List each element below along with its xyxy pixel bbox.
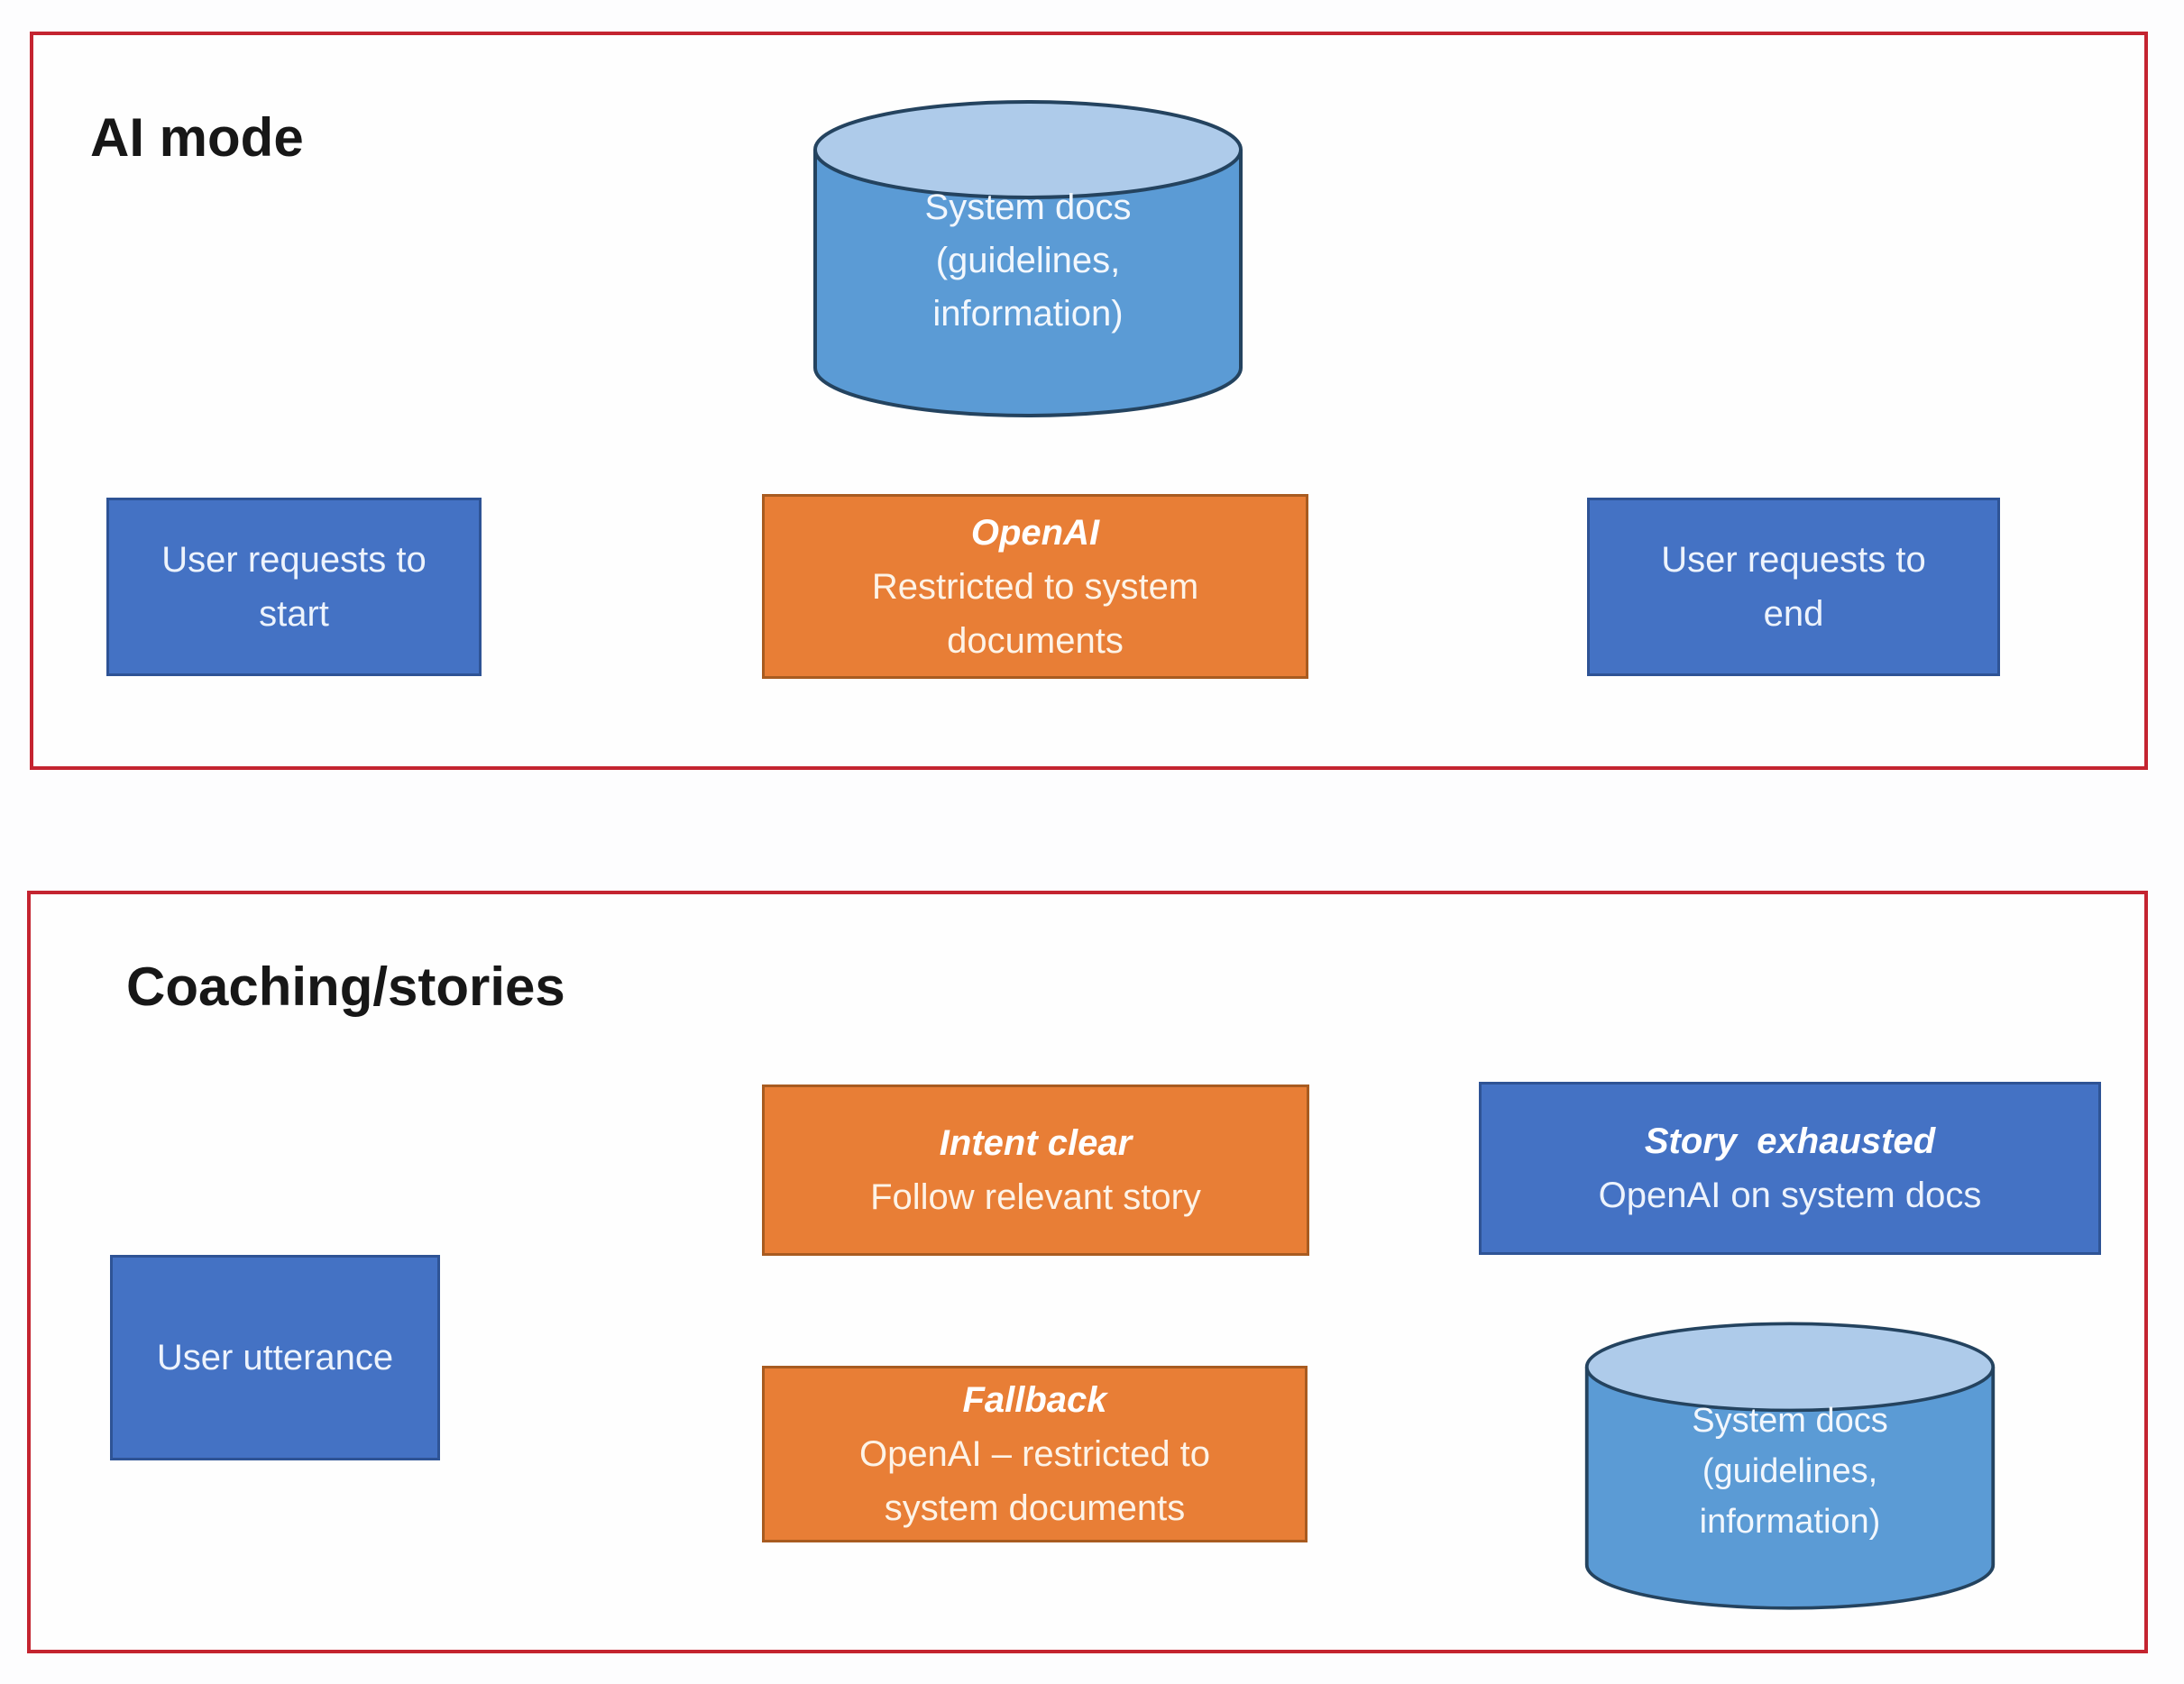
cylinder-label-line: (guidelines, xyxy=(935,240,1121,280)
node-subtitle: Restricted to system documents xyxy=(871,566,1199,661)
node-title: Story exhausted xyxy=(1644,1121,1936,1161)
node-label: User requests to start xyxy=(161,540,427,634)
node-subtitle: OpenAI on system docs xyxy=(1598,1176,1982,1215)
node-title: Intent clear xyxy=(939,1123,1133,1163)
cylinder-label-line: System docs xyxy=(924,187,1132,227)
cylinder-system-docs-top: System docs (guidelines, information) xyxy=(810,96,1246,424)
node-label: User utterance xyxy=(156,1338,394,1377)
cylinder-label: System docs (guidelines, information) xyxy=(1582,1396,1998,1548)
node-user-requests-end: User requests to end xyxy=(1587,498,2000,676)
node-subtitle: OpenAI – restricted to system documents xyxy=(858,1434,1211,1528)
cylinder-label: System docs (guidelines, information) xyxy=(810,181,1246,342)
cylinder-shape xyxy=(1584,1322,1996,1610)
node-user-requests-start: User requests to start xyxy=(106,498,482,676)
panel-ai-mode-title: AI mode xyxy=(90,107,304,168)
panel-coaching-title: Coaching/stories xyxy=(126,956,565,1017)
node-intent-clear: Intent clear Follow relevant story xyxy=(762,1085,1309,1256)
cylinder-system-docs-bottom: System docs (guidelines, information) xyxy=(1582,1318,1998,1615)
cylinder-label-line: (guidelines, xyxy=(1702,1452,1878,1491)
node-user-utterance: User utterance xyxy=(110,1255,440,1460)
node-label: User requests to end xyxy=(1661,540,1926,634)
node-openai-restricted: OpenAI Restricted to system documents xyxy=(762,494,1308,679)
cylinder-label-line: System docs xyxy=(1692,1401,1888,1440)
cylinder-label-line: information) xyxy=(1699,1503,1881,1542)
node-fallback: Fallback OpenAI – restricted to system d… xyxy=(762,1366,1308,1542)
cylinder-shape xyxy=(813,100,1243,417)
node-story-exhausted: Story exhausted OpenAI on system docs xyxy=(1479,1082,2101,1255)
node-title: OpenAI xyxy=(970,512,1100,553)
cylinder-label-line: information) xyxy=(932,294,1124,334)
node-subtitle: Follow relevant story xyxy=(870,1177,1201,1217)
node-title: Fallback xyxy=(962,1380,1107,1420)
